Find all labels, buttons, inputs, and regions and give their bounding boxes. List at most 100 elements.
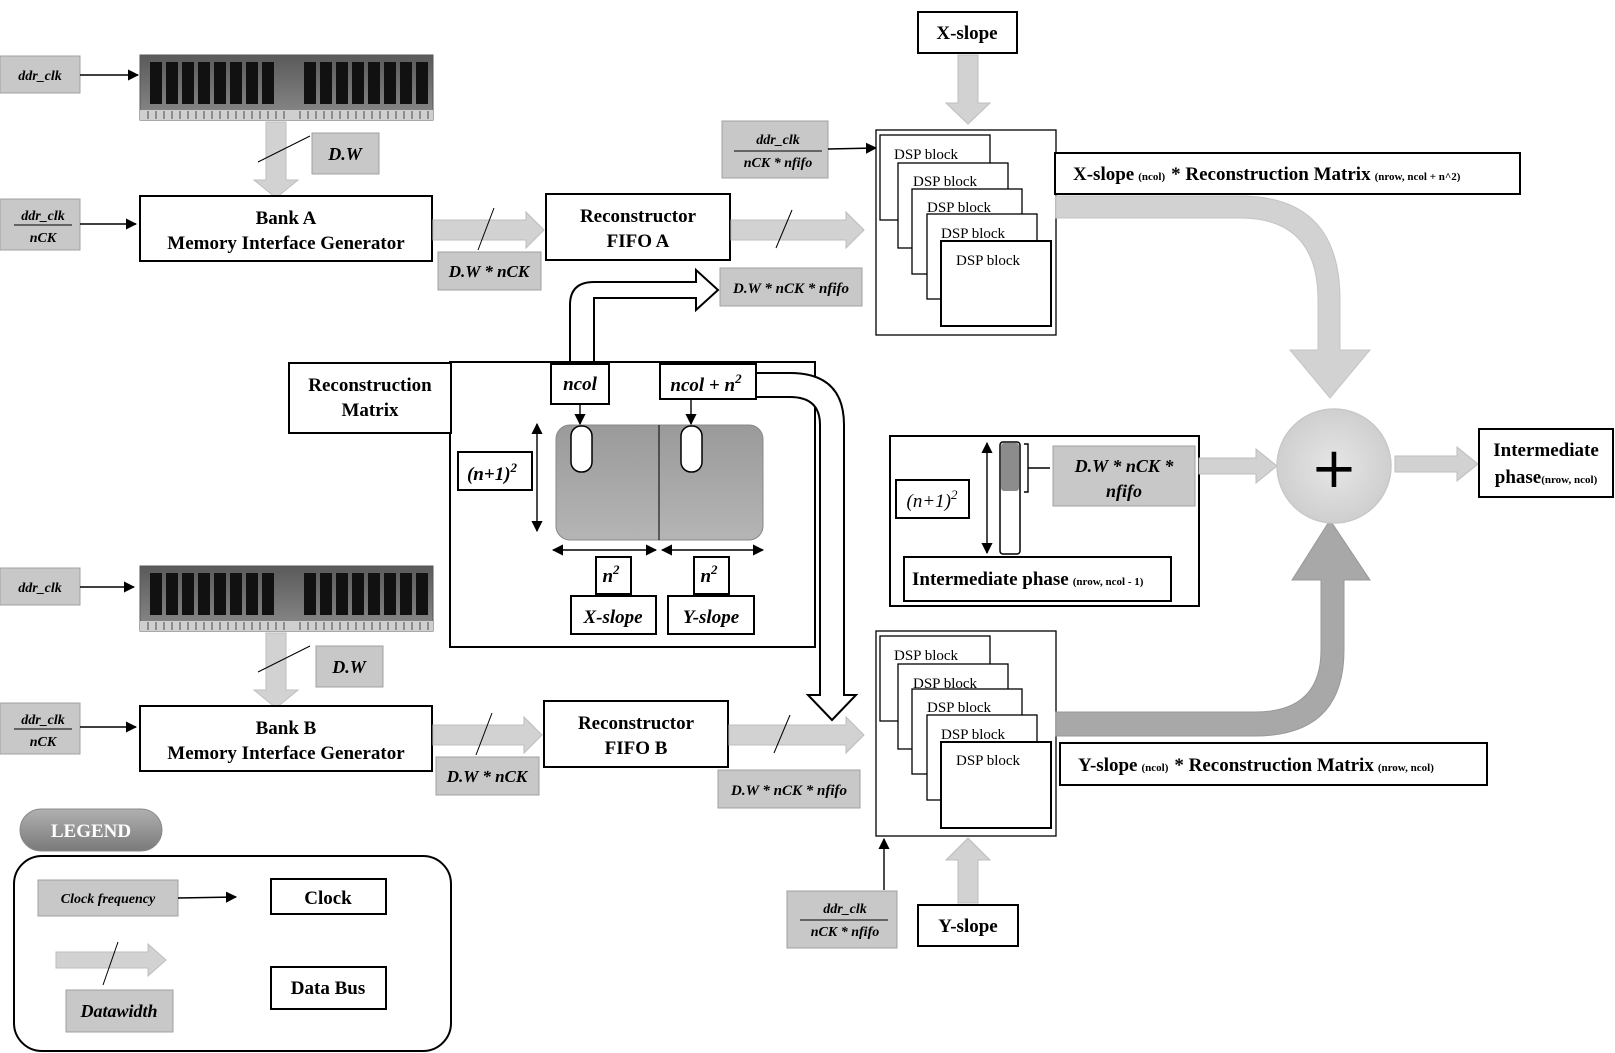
svg-text:nCK: nCK xyxy=(30,231,58,246)
svg-text:D.W: D.W xyxy=(331,657,367,677)
svg-text:(n+1)2: (n+1)2 xyxy=(907,487,958,512)
bus-fifo-a-to-dsp xyxy=(730,209,865,250)
svg-text:Intermediate phase(nrow, ncol: Intermediate phase(nrow, ncol - 1) xyxy=(912,569,1144,590)
svg-text:Intermediate: Intermediate xyxy=(1493,440,1599,461)
svg-text:D.W * nCK * nfifo: D.W * nCK * nfifo xyxy=(730,783,847,799)
svg-text:DSP block: DSP block xyxy=(956,253,1021,269)
svg-text:Datawidth: Datawidth xyxy=(79,1001,157,1021)
reconstructor-fifo-b: Reconstructor FIFO B xyxy=(543,700,729,768)
svg-text:DSP block: DSP block xyxy=(927,700,992,716)
intermediate-phase-result: Intermediate phase(nrow, ncol) xyxy=(1478,428,1614,498)
bus-intermediate-to-adder xyxy=(1198,447,1278,485)
dsp-stack-y: DSP block DSP block DSP block DSP block … xyxy=(875,630,1057,837)
svg-text:phase(nrow, ncol): phase(nrow, ncol) xyxy=(1495,467,1598,488)
svg-text:+: + xyxy=(1311,436,1358,501)
svg-text:DSP block: DSP block xyxy=(913,174,978,190)
svg-text:DSP block: DSP block xyxy=(913,676,978,692)
svg-text:DSP block: DSP block xyxy=(956,753,1021,769)
n-squared-y-label: n2 xyxy=(693,556,730,595)
ncol-label: ncol xyxy=(550,363,610,405)
y-slope-input: Y-slope xyxy=(917,837,1019,947)
svg-text:D.W * nCK * nfifo: D.W * nCK * nfifo xyxy=(732,281,849,297)
svg-text:ncol: ncol xyxy=(563,374,598,395)
svg-text:Matrix: Matrix xyxy=(342,400,399,421)
svg-text:DSP block: DSP block xyxy=(941,226,1006,242)
ram-module-b-icon xyxy=(139,565,434,632)
svg-text:D.W * nCK *: D.W * nCK * xyxy=(1074,456,1175,476)
svg-text:Data Bus: Data Bus xyxy=(291,978,365,999)
svg-text:nCK: nCK xyxy=(30,735,58,750)
svg-text:nCK * nfifo: nCK * nfifo xyxy=(744,156,812,171)
svg-text:X-slope(ncol)* Reconstruction: X-slope(ncol)* Reconstruction Matrix(nro… xyxy=(1073,164,1461,185)
svg-text:DSP block: DSP block xyxy=(927,200,992,216)
x-slope-product-label: X-slope(ncol)* Reconstruction Matrix(nro… xyxy=(1054,152,1521,195)
svg-text:DSP block: DSP block xyxy=(941,727,1006,743)
clock-label-ddr-clk-nck-a: ddr_clk nCK xyxy=(0,198,138,251)
svg-text:Reconstruction: Reconstruction xyxy=(308,375,432,396)
n-squared-x-label: n2 xyxy=(595,556,632,595)
svg-text:ncol + n2: ncol + n2 xyxy=(670,371,742,396)
svg-text:Reconstructor: Reconstructor xyxy=(578,713,695,734)
intermediate-phase-panel: (n+1)2 D.W * nCK * nfifo Intermediate ph… xyxy=(889,435,1200,607)
svg-text:FIFO A: FIFO A xyxy=(607,231,670,252)
svg-text:Bank B: Bank B xyxy=(256,718,317,739)
svg-text:ddr_clk: ddr_clk xyxy=(21,209,65,224)
y-slope-product-label: Y-slope(ncol)* Reconstruction Matrix(nro… xyxy=(1059,742,1488,786)
bus-adder-to-result xyxy=(1394,445,1479,483)
legend: LEGEND Clock frequency Clock Datawidth D… xyxy=(13,808,452,1052)
bus-bank-a-to-fifo-a: D.W * nCK xyxy=(432,207,545,291)
svg-text:LEGEND: LEGEND xyxy=(51,821,131,842)
bank-a-memory-interface-generator: Bank A Memory Interface Generator xyxy=(139,195,433,262)
svg-text:Reconstructor: Reconstructor xyxy=(580,206,697,227)
bus-ncol-n2-to-y-dsp xyxy=(754,372,859,722)
bus-fifo-b-to-dsp: D.W * nCK * nfifo xyxy=(717,714,865,809)
svg-text:(n+1)2: (n+1)2 xyxy=(467,460,518,485)
y-slope-sub-label: Y-slope xyxy=(667,595,755,635)
svg-text:Y-slope: Y-slope xyxy=(683,607,740,628)
svg-text:ddr_clk: ddr_clk xyxy=(756,133,800,148)
bus-ram-to-bank-a: D.W xyxy=(252,121,380,199)
svg-text:D.W * nCK: D.W * nCK xyxy=(448,262,531,281)
svg-text:n2: n2 xyxy=(602,562,620,587)
bus-ram-to-bank-b: D.W xyxy=(252,632,384,709)
svg-text:nfifo: nfifo xyxy=(1106,481,1142,501)
svg-text:Y-slope(ncol)* Reconstruction: Y-slope(ncol)* Reconstruction Matrix(nro… xyxy=(1078,755,1434,776)
svg-text:Bank A: Bank A xyxy=(256,208,317,229)
svg-text:nCK * nfifo: nCK * nfifo xyxy=(811,925,879,940)
reconstructor-fifo-a: Reconstructor FIFO A xyxy=(545,193,731,261)
clock-label-ddr-clk-b: ddr_clk xyxy=(0,567,136,606)
bank-b-memory-interface-generator: Bank B Memory Interface Generator xyxy=(139,705,433,772)
matrix-shape xyxy=(531,399,765,556)
svg-text:ddr_clk: ddr_clk xyxy=(18,69,62,84)
svg-text:X-slope: X-slope xyxy=(582,607,643,628)
svg-text:Y-slope: Y-slope xyxy=(938,916,997,937)
svg-text:D.W: D.W xyxy=(327,144,363,164)
svg-text:Clock: Clock xyxy=(304,888,352,909)
svg-text:FIFO B: FIFO B xyxy=(605,738,668,759)
n1-squared-label: (n+1)2 xyxy=(457,451,533,491)
dsp-clock-x: ddr_clk nCK * nfifo xyxy=(721,120,878,179)
adder-circle: + xyxy=(1276,408,1392,524)
clock-label-ddr-clk-nck-b: ddr_clk nCK xyxy=(0,702,138,755)
svg-text:D.W * nCK: D.W * nCK xyxy=(446,767,529,786)
bus-x-product-to-adder xyxy=(1055,195,1372,399)
svg-text:Memory Interface Generator: Memory Interface Generator xyxy=(167,233,405,254)
svg-text:ddr_clk: ddr_clk xyxy=(823,902,867,917)
x-slope-sub-label: X-slope xyxy=(570,595,657,635)
bus-bank-b-to-fifo-b: D.W * nCK xyxy=(432,712,543,796)
svg-text:ddr_clk: ddr_clk xyxy=(21,713,65,728)
svg-text:X-slope: X-slope xyxy=(936,23,997,44)
bus-y-product-to-adder xyxy=(1055,519,1371,737)
ncol-n2-label: ncol + n2 xyxy=(659,363,757,400)
x-slope-input: X-slope xyxy=(917,11,1018,125)
svg-text:Memory Interface Generator: Memory Interface Generator xyxy=(167,743,405,764)
ram-module-a-icon xyxy=(139,54,434,121)
dsp-stack-x: DSP block DSP block DSP block DSP block … xyxy=(875,129,1057,336)
svg-text:ddr_clk: ddr_clk xyxy=(18,581,62,596)
svg-text:Clock frequency: Clock frequency xyxy=(61,892,156,907)
bus-ncol-to-x-dsp: D.W * nCK * nfifo xyxy=(569,267,863,363)
clock-label-ddr-clk-a: ddr_clk xyxy=(0,55,140,94)
dsp-clock-y: ddr_clk nCK * nfifo xyxy=(786,837,898,949)
svg-text:DSP block: DSP block xyxy=(894,648,959,664)
